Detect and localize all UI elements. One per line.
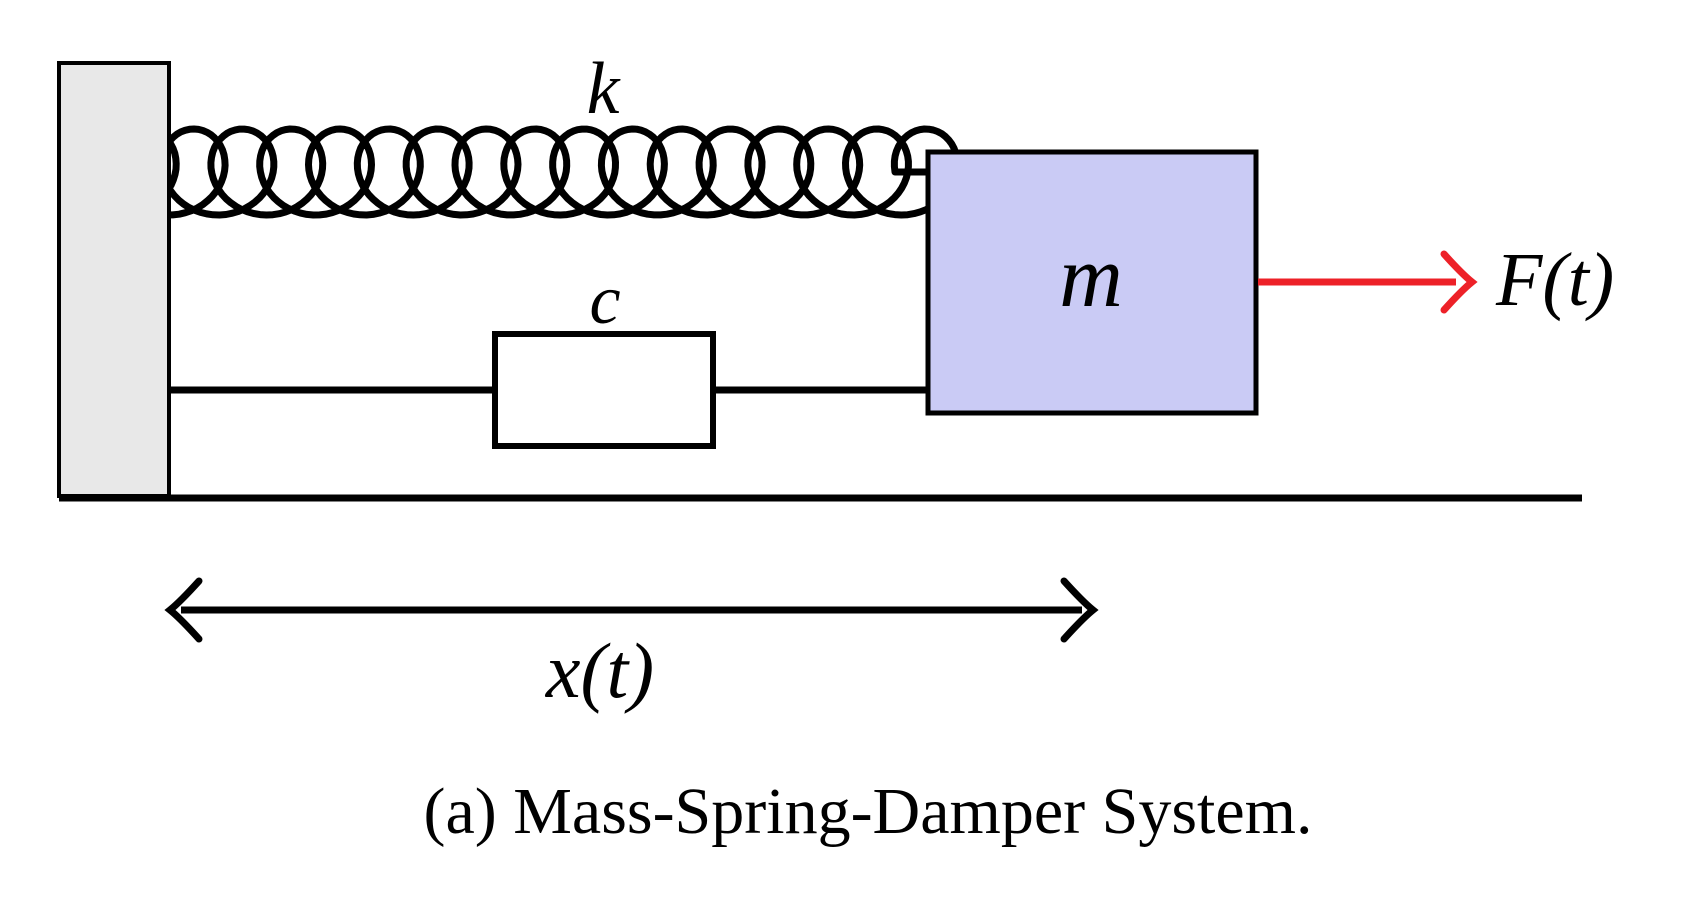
spring-label: k — [587, 48, 621, 130]
wall — [57, 61, 171, 498]
damper-label: c — [589, 262, 620, 339]
displacement-label: x(t) — [545, 627, 654, 714]
damper-box — [492, 331, 716, 449]
mass-label: m — [1059, 229, 1123, 326]
force-label: F(t) — [1495, 238, 1614, 322]
displacement-arrow-left-head-icon — [164, 577, 203, 643]
spring-coil — [109, 125, 961, 219]
displacement-arrow-right-head-icon — [1060, 577, 1099, 643]
figure-caption: (a) Mass-Spring-Damper System. — [423, 775, 1312, 848]
mass-block — [925, 149, 1259, 416]
force-arrow-head-icon — [1440, 250, 1478, 314]
